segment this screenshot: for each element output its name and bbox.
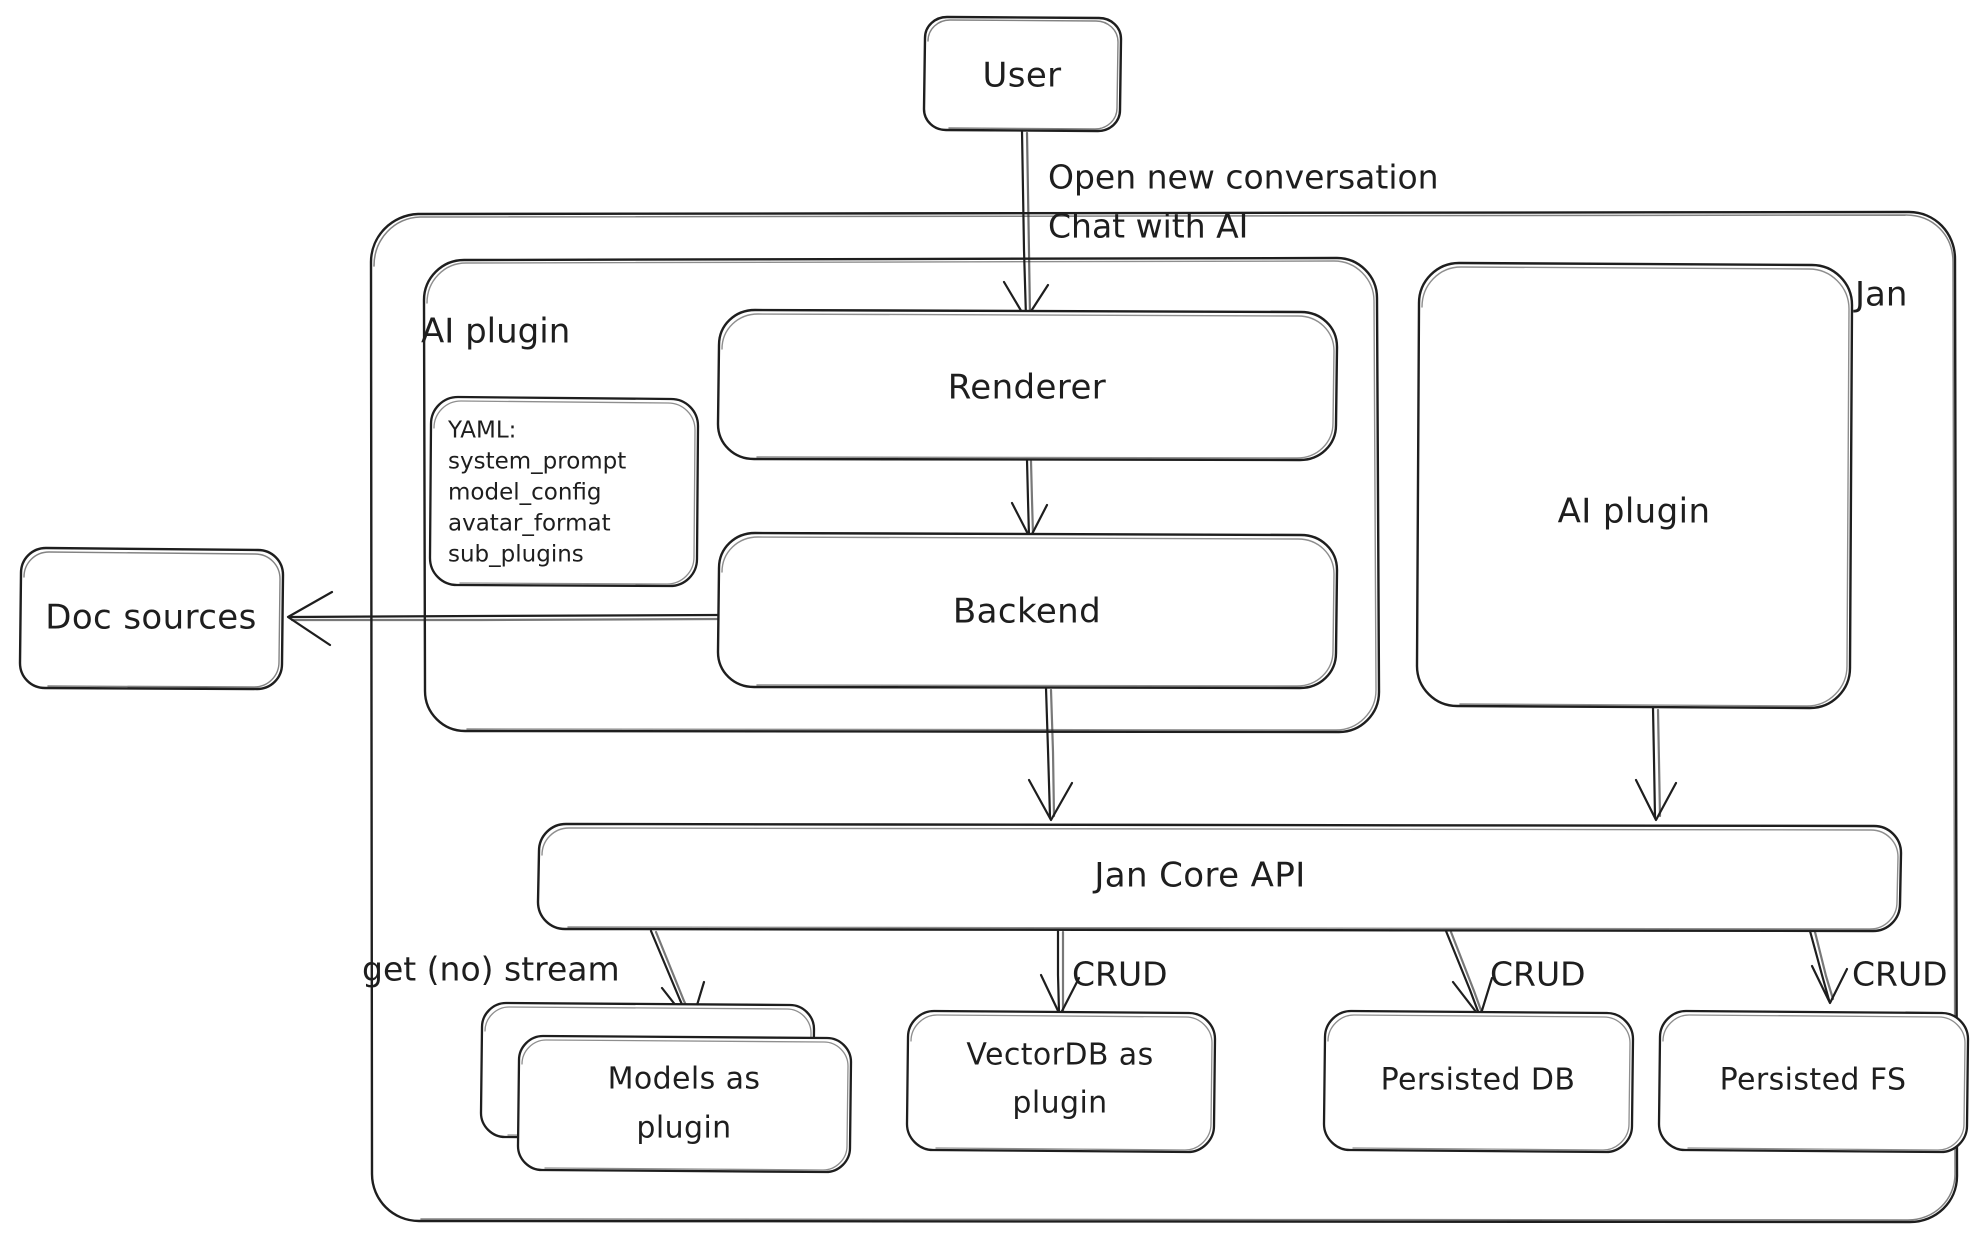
node-persisted-fs-label: Persisted FS	[1720, 1063, 1907, 1098]
ai-plugin-group-label: AI plugin	[421, 312, 570, 352]
node-jan-core-api[interactable]: Jan Core API	[536, 822, 1903, 933]
edge-core-to-models: get (no) stream	[362, 929, 706, 1027]
yaml-card-item-0: system_prompt	[448, 449, 626, 475]
node-renderer[interactable]: Renderer	[716, 308, 1339, 462]
node-persisted-db-label: Persisted DB	[1381, 1063, 1576, 1098]
edge-label-user-to-renderer-line2: Chat with AI	[1048, 207, 1248, 246]
node-doc-sources[interactable]: Doc sources	[18, 546, 285, 691]
node-models-plugin-label-line1: Models as	[608, 1062, 761, 1097]
node-models-plugin[interactable]: Models as plugin	[479, 1001, 853, 1174]
yaml-card-title: YAML:	[447, 418, 516, 444]
node-vectordb-plugin-label-line1: VectorDB as	[966, 1038, 1153, 1073]
node-jan-core-api-label: Jan Core API	[1092, 856, 1305, 896]
edge-core-to-persisted-db: CRUD	[1444, 929, 1586, 1019]
edge-core-to-persisted-fs: CRUD	[1808, 929, 1948, 1005]
jan-container[interactable]: Jan	[369, 210, 1959, 1224]
jan-container-label: Jan	[1853, 275, 1907, 315]
yaml-card-item-3: sub_plugins	[448, 542, 584, 568]
node-persisted-db[interactable]: Persisted DB	[1322, 1009, 1635, 1154]
yaml-card-item-2: avatar_format	[448, 511, 611, 537]
node-user-label: User	[982, 56, 1061, 96]
node-persisted-fs[interactable]: Persisted FS	[1657, 1009, 1970, 1154]
edge-backend-to-doc-sources	[286, 590, 720, 647]
node-ai-plugin-right[interactable]: AI plugin	[1415, 261, 1854, 710]
edge-label-core-to-vectordb: CRUD	[1072, 955, 1168, 994]
node-vectordb-plugin-label-line2: plugin	[1012, 1086, 1107, 1121]
edge-label-core-to-persisted-db: CRUD	[1490, 955, 1586, 994]
edge-core-to-vectordb: CRUD	[1039, 929, 1168, 1017]
node-renderer-label: Renderer	[948, 368, 1106, 408]
node-backend[interactable]: Backend	[716, 531, 1339, 690]
edge-label-user-to-renderer-line1: Open new conversation	[1048, 158, 1439, 197]
node-backend-label: Backend	[953, 592, 1101, 632]
ai-plugin-group[interactable]: AI plugin	[421, 256, 1381, 734]
edge-renderer-to-backend	[1010, 458, 1049, 540]
edge-label-core-to-models: get (no) stream	[362, 950, 620, 989]
node-ai-plugin-right-label: AI plugin	[1558, 492, 1711, 532]
edge-ai-plugin-right-to-core	[1634, 706, 1678, 822]
node-models-plugin-label-line2: plugin	[636, 1111, 731, 1146]
node-user[interactable]: User	[922, 15, 1123, 133]
yaml-card-item-1: model_config	[448, 480, 602, 506]
edge-label-core-to-persisted-fs: CRUD	[1852, 955, 1948, 994]
edge-backend-to-core	[1027, 686, 1074, 822]
node-doc-sources-label: Doc sources	[45, 598, 257, 638]
yaml-card[interactable]: YAML: system_prompt model_config avatar_…	[428, 395, 700, 588]
node-vectordb-plugin[interactable]: VectorDB as plugin	[905, 1009, 1217, 1154]
